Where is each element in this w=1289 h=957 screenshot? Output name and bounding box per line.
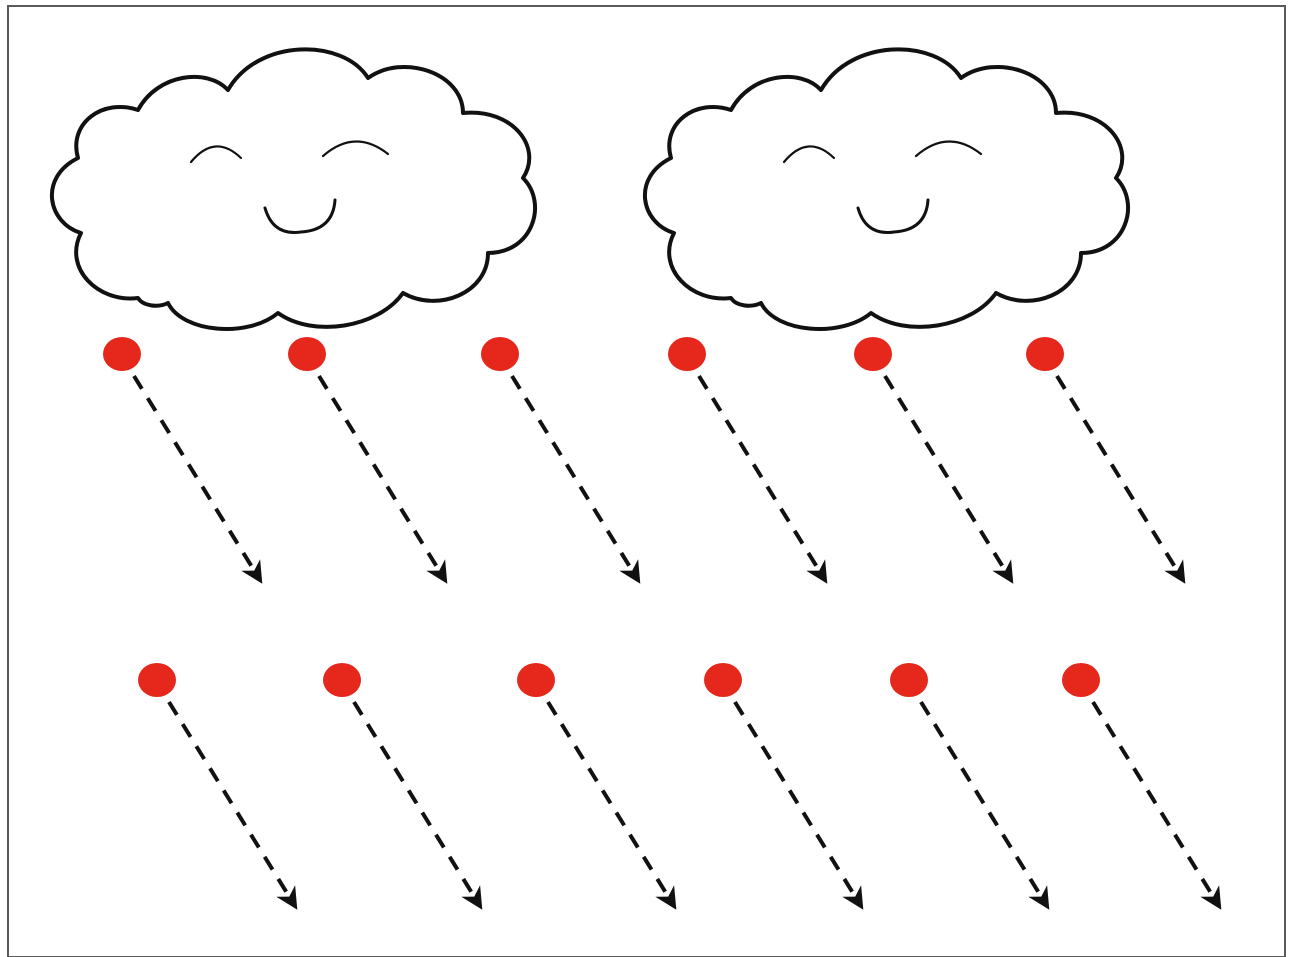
start-dot [323,663,361,697]
cloud-outline [643,47,1131,331]
dashed-arrow-line [510,374,641,584]
dashed-arrow-line [132,374,263,584]
cloud-right-eye [321,140,390,158]
tracing-stroke[interactable] [288,337,448,584]
start-dot [481,337,519,371]
dashed-arrow-line [883,374,1014,584]
start-dot [668,337,706,371]
tracing-stroke[interactable] [704,663,864,910]
cloud-left-eye [189,145,243,164]
cloud-right-eye [914,140,983,158]
tracing-row-2 [138,663,1222,910]
tracing-stroke[interactable] [1062,663,1222,910]
start-dot [704,663,742,697]
smiling-cloud-icon [50,47,538,331]
tracing-stroke[interactable] [481,337,641,584]
cloud-smile [263,198,337,234]
dashed-arrow-line [317,374,448,584]
tracing-strokes-layer [103,337,1222,910]
start-dot [288,337,326,371]
cloud-left-eye [782,145,836,164]
dashed-arrow-line [733,700,864,910]
dashed-arrow-line [1055,374,1186,584]
tracing-stroke[interactable] [1026,337,1186,584]
start-dot [103,337,141,371]
tracing-stroke[interactable] [890,663,1050,910]
start-dot [1062,663,1100,697]
start-dot [1026,337,1064,371]
tracing-stroke[interactable] [517,663,677,910]
page-border [7,5,1286,957]
dashed-arrow-line [697,374,828,584]
tracing-stroke[interactable] [103,337,263,584]
start-dot [517,663,555,697]
cloud-smile [856,198,930,234]
tracing-row-1 [103,337,1186,584]
tracing-stroke[interactable] [323,663,483,910]
start-dot [854,337,892,371]
tracing-stroke[interactable] [138,663,298,910]
start-dot [138,663,176,697]
start-dot [890,663,928,697]
tracing-stroke[interactable] [668,337,828,584]
dashed-arrow-line [1091,700,1222,910]
dashed-arrow-line [919,700,1050,910]
dashed-arrow-line [352,700,483,910]
smiling-cloud-icon [643,47,1131,331]
dashed-arrow-line [167,700,298,910]
dashed-arrow-line [546,700,677,910]
tracing-stroke[interactable] [854,337,1014,584]
cloud-outline [50,47,538,331]
clouds-layer [50,47,1131,331]
